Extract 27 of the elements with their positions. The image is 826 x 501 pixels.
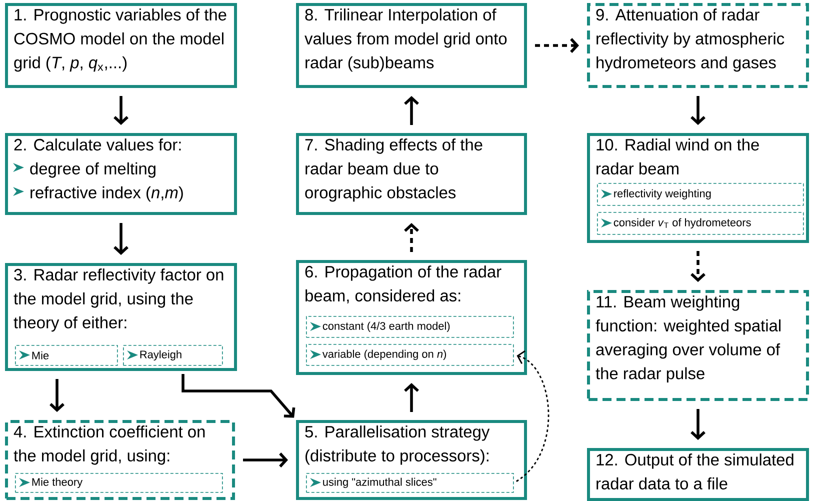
arrow bbox=[690, 409, 706, 440]
arrow bbox=[114, 223, 128, 255]
process-box: 2. Calculate values for: degree of melting refractive index (n,m) bbox=[5, 133, 237, 215]
option-box: Mie bbox=[15, 345, 118, 366]
option-box: reflectivity weighting bbox=[597, 182, 804, 206]
arrow bbox=[182, 374, 296, 418]
arrow bbox=[404, 96, 419, 125]
arrow bbox=[404, 383, 419, 412]
option-box: variable (depending on n) bbox=[306, 344, 514, 366]
arrow bbox=[50, 379, 64, 412]
arrow bbox=[535, 38, 579, 53]
process-box: 12. Output of the simulated radar data to a file bbox=[587, 448, 809, 501]
process-box: 8. Trilinear Interpolation of values from model grid onto radar (sub)beams bbox=[296, 3, 527, 88]
option-box: Mie theory bbox=[15, 473, 223, 493]
arrow bbox=[690, 96, 706, 125]
arrow bbox=[690, 251, 706, 282]
option-box: constant (4/3 earth model) bbox=[306, 316, 514, 338]
option-box: using "azimuthal slices" bbox=[306, 473, 514, 493]
arrow bbox=[404, 223, 419, 252]
process-box: 7. Shading effects of the radar beam due to orographic obstacles bbox=[296, 133, 527, 215]
option-box: consider v$_{T}$ of hydrometeors bbox=[597, 212, 804, 235]
process-box: 9. Attenuation of radar reflectivity by atmospheric hydrometeors and gases bbox=[587, 3, 809, 88]
process-box: 11. Beam weighting function: weighted spatial averaging over volume of the radar pulse bbox=[587, 290, 809, 401]
option-box: Rayleigh bbox=[123, 345, 223, 366]
arrow bbox=[243, 452, 288, 468]
process-box: 1. Prognostic variables of the COSMO model on the model grid (T, p, q$_{x}$,...) bbox=[5, 3, 237, 88]
arrow bbox=[114, 96, 128, 125]
